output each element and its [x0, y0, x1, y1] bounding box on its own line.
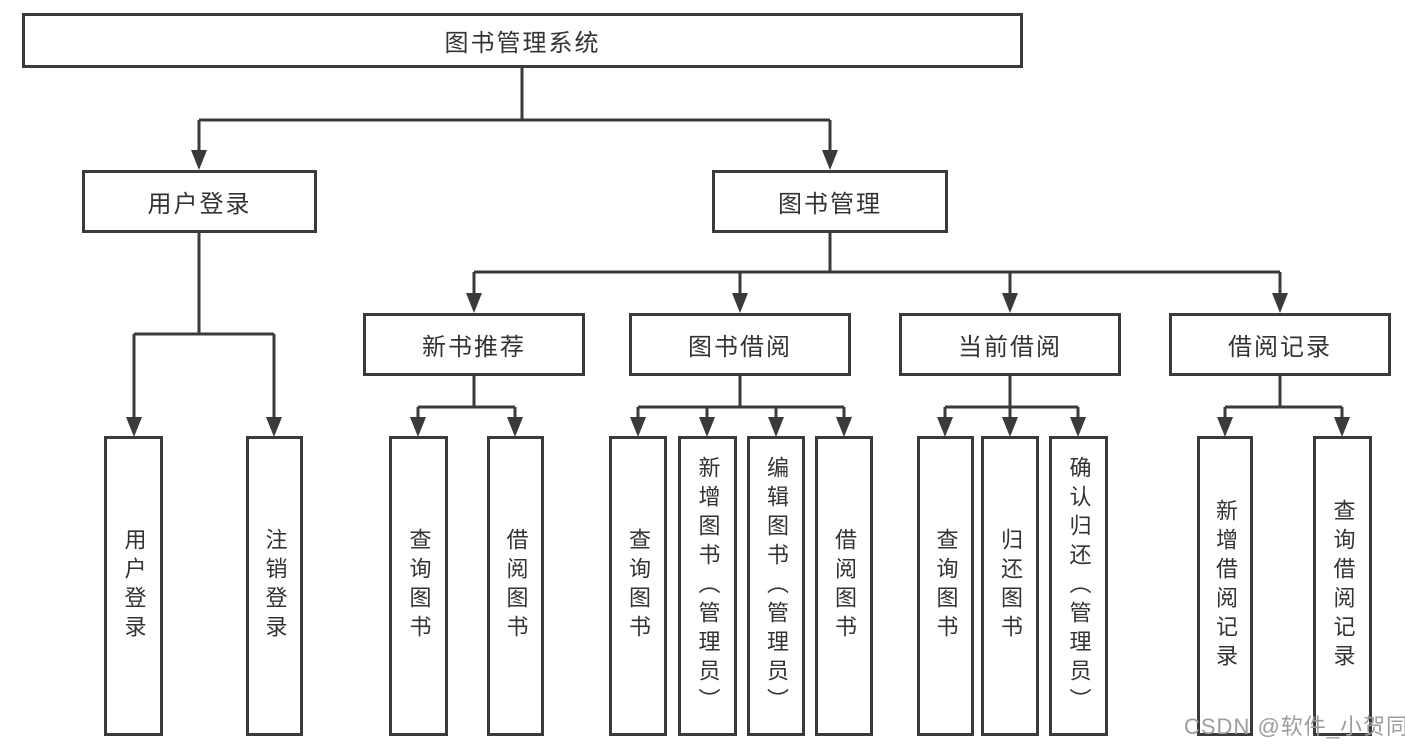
connector-book-mgmt-to-level3 [466, 233, 1288, 313]
connector-new-books-to-leaves [410, 376, 523, 437]
connector-root-to-level2 [191, 68, 838, 170]
node-label: 查询借阅记录 [1330, 499, 1356, 673]
node-label: 用户登录 [147, 191, 252, 218]
leaf-query-books-recommend: 查询图书 [389, 436, 448, 736]
node-new-books: 新书推荐 [363, 313, 585, 376]
node-current-borrow: 当前借阅 [899, 313, 1121, 376]
node-book-mgmt: 图书管理 [712, 170, 948, 233]
node-root: 图书管理系统 [22, 13, 1023, 68]
node-label: 借阅记录 [1228, 334, 1332, 361]
node-label: 查询图书 [626, 528, 651, 644]
leaf-edit-books-admin: 编辑图书（管理员） [747, 436, 805, 736]
node-label: 查询图书 [406, 528, 432, 644]
node-label: 用户登录 [121, 528, 147, 644]
connector-book-borrow-to-leaves [630, 376, 852, 437]
node-label: 新书推荐 [422, 334, 526, 361]
node-user-login: 用户登录 [82, 170, 317, 233]
leaf-add-borrow-record: 新增借阅记录 [1197, 436, 1253, 736]
node-label: 查询图书 [933, 528, 959, 644]
node-label: 新增借阅记录 [1213, 499, 1238, 673]
leaf-logout: 注销登录 [246, 436, 303, 736]
leaf-query-books-borrow: 查询图书 [609, 436, 667, 736]
node-label: 新增图书（管理员） [695, 455, 721, 717]
leaf-query-borrow-record: 查询借阅记录 [1313, 436, 1372, 736]
connector-current-borrow-to-leaves [937, 376, 1086, 437]
connector-user-login-to-leaves [126, 233, 282, 437]
node-label: 当前借阅 [958, 334, 1062, 361]
node-label: 借阅图书 [503, 528, 529, 644]
node-label: 注销登录 [262, 528, 288, 644]
leaf-return-books: 归还图书 [981, 436, 1039, 736]
node-label: 编辑图书（管理员） [764, 455, 789, 717]
node-label: 图书借阅 [688, 334, 792, 361]
leaf-add-books-admin: 新增图书（管理员） [678, 436, 737, 736]
csdn-watermark: CSDN @软件_小贺同学 [1184, 714, 1405, 739]
node-book-borrow: 图书借阅 [629, 313, 851, 376]
leaf-query-books-current: 查询图书 [917, 436, 974, 736]
node-label: 借阅图书 [832, 528, 857, 644]
node-borrow-records: 借阅记录 [1169, 313, 1391, 376]
leaf-user-login: 用户登录 [104, 436, 163, 736]
leaf-confirm-return-admin: 确认归还（管理员） [1049, 436, 1108, 736]
leaf-borrow-books-recommend: 借阅图书 [487, 436, 544, 736]
node-label: 归还图书 [998, 528, 1023, 644]
connector-borrow-records-to-leaves [1217, 376, 1350, 437]
node-label: 图书管理 [778, 191, 882, 218]
leaf-borrow-books: 借阅图书 [815, 436, 873, 736]
node-label: 确认归还（管理员） [1066, 455, 1092, 717]
node-label: 图书管理系统 [444, 30, 601, 57]
